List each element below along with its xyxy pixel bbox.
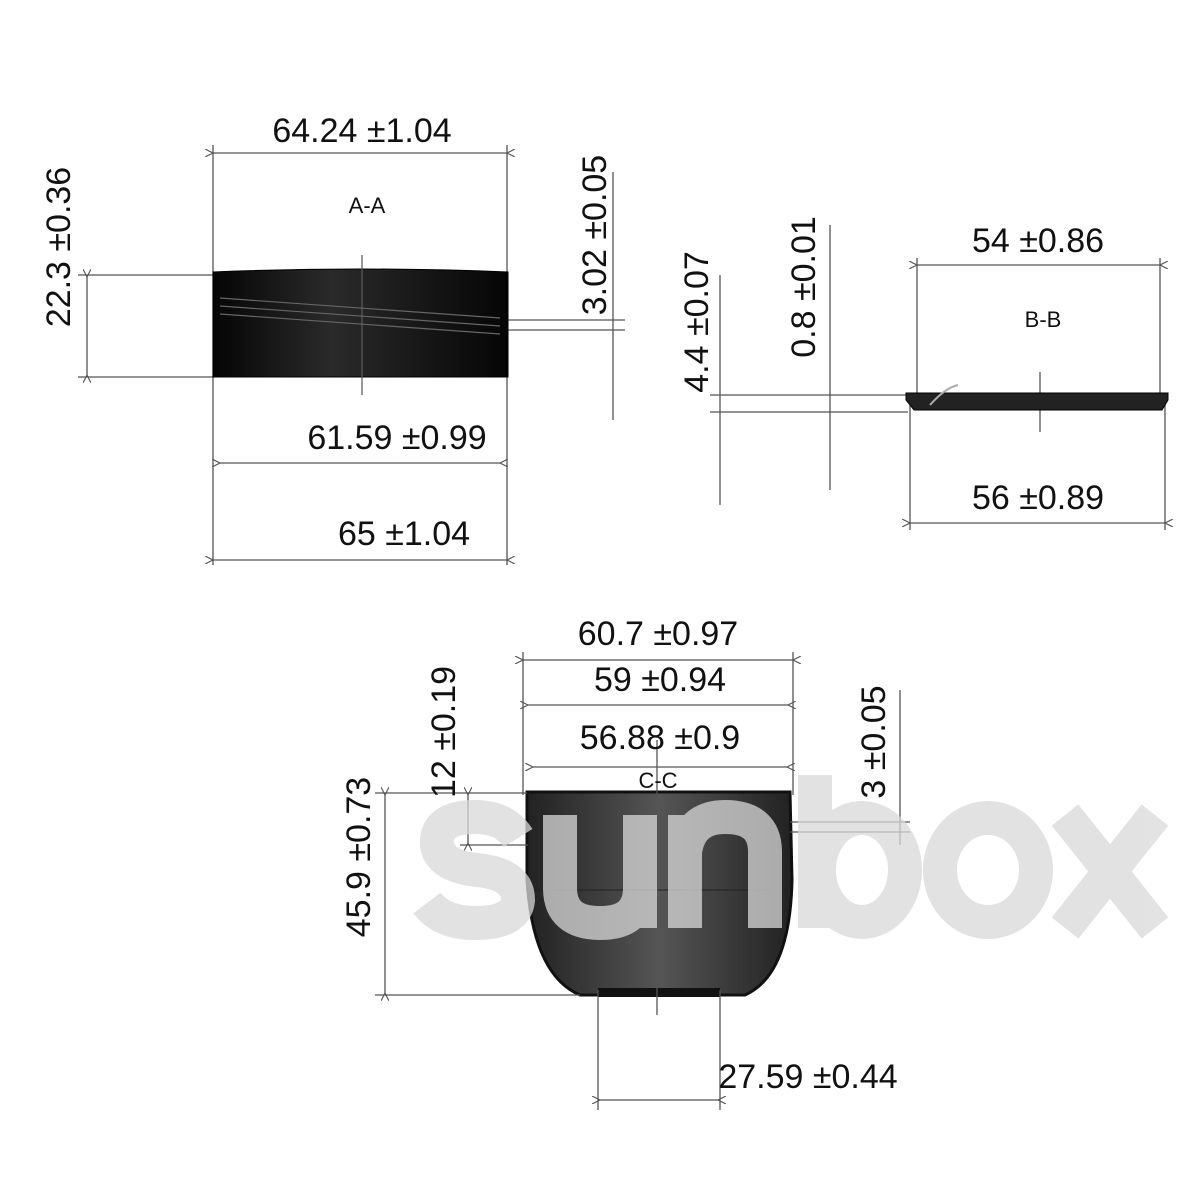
- view-a-a: 64.24 ±1.04 A-A 22.3 ±0.36 3.02 ±0.05 61…: [40, 112, 625, 565]
- dim-b-outer-width: 56 ±0.89: [972, 479, 1104, 517]
- view-c-label: C-C: [638, 768, 677, 793]
- dim-b-top-width: 54 ±0.86: [972, 222, 1104, 260]
- dim-a-thread: 3.02 ±0.05: [576, 155, 614, 315]
- view-a-label: A-A: [349, 193, 386, 218]
- dim-c-w3: 56.88 ±0.9: [580, 719, 740, 757]
- view-c-c: 60.7 ±0.97 59 ±0.94 56.88 ±0.9 C-C 12 ±0…: [340, 615, 910, 1110]
- dim-a-height: 22.3 ±0.36: [40, 167, 78, 327]
- dim-c-thread: 3 ±0.05: [855, 685, 893, 798]
- dim-b-height: 4.4 ±0.07: [678, 251, 716, 393]
- dim-c-base: 27.59 ±0.44: [718, 1058, 897, 1096]
- dim-c-w1: 60.7 ±0.97: [578, 615, 738, 653]
- dim-c-w2: 59 ±0.94: [594, 661, 726, 699]
- dim-a-top-width: 64.24 ±1.04: [272, 112, 451, 150]
- view-b-label: B-B: [1025, 307, 1062, 332]
- cap-section: [212, 255, 509, 395]
- jar-section: [525, 790, 794, 997]
- lid-section: [905, 384, 1169, 411]
- dim-b-thickness: 0.8 ±0.01: [785, 216, 823, 358]
- view-b-b: 54 ±0.86 B-B 56 ±0.89 4.4 ±0.07 0.8 ±0.0…: [678, 216, 1168, 530]
- dim-a-outer-width: 65 ±1.04: [338, 515, 470, 553]
- dim-c-height: 45.9 ±0.73: [340, 777, 378, 937]
- watermark-logo: [413, 775, 1169, 941]
- dim-a-inner-width: 61.59 ±0.99: [307, 419, 486, 457]
- dim-c-neck: 12 ±0.19: [425, 666, 463, 798]
